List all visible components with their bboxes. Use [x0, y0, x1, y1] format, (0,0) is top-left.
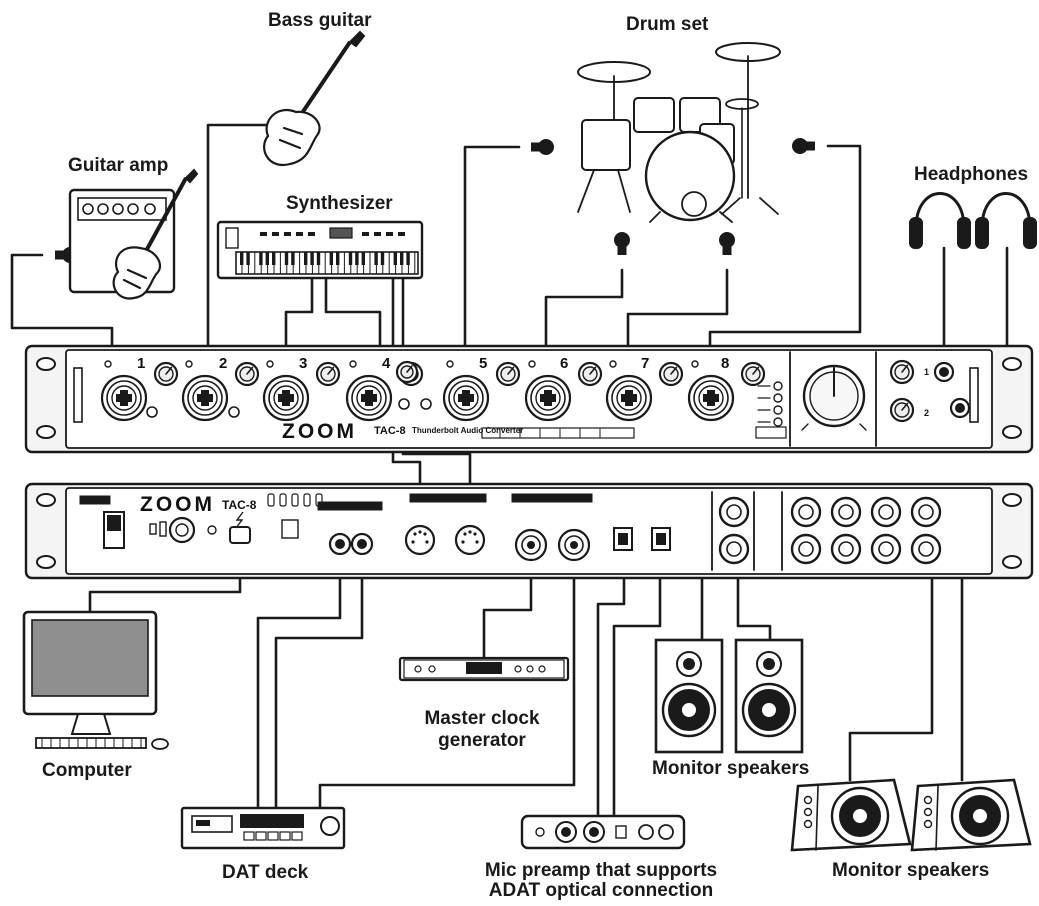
monitor-speaker-bottom-left — [790, 778, 912, 852]
label-dat-deck: DAT deck — [222, 862, 309, 883]
rear-brand-logo: ZOOM — [140, 493, 215, 516]
monitor-speaker-top-left — [654, 638, 724, 754]
channel-number-7: 7 — [641, 355, 650, 372]
label-bass-guitar: Bass guitar — [268, 10, 372, 31]
synthesizer — [216, 220, 424, 280]
channel-number-2: 2 — [219, 355, 228, 372]
label-synthesizer: Synthesizer — [286, 193, 393, 214]
electric-guitar — [112, 168, 199, 300]
channel-number-1: 1 — [137, 355, 146, 372]
bass-guitar — [263, 30, 366, 167]
mic-preamp — [520, 814, 686, 850]
label-computer: Computer — [42, 760, 132, 781]
cable-main-out-right — [736, 546, 772, 642]
headphones-2 — [975, 192, 1037, 249]
phones-number-2: 2 — [924, 408, 930, 418]
master-clock-generator — [398, 656, 570, 682]
drum-mic-low-left — [614, 232, 630, 255]
front-tagline: Thunderbolt Audio Converter — [412, 426, 524, 435]
label-mic-preamp-line2: ADAT optical connection — [488, 880, 714, 901]
cable-synth-to-ch3 — [284, 276, 314, 364]
cable-drum-mic-to-ch7 — [626, 268, 729, 364]
label-monitor-speakers-bottom: Monitor speakers — [832, 860, 990, 881]
rear-panel — [24, 482, 1034, 580]
cable-drum-mic-to-ch5 — [463, 145, 521, 364]
monitor-speaker-top-right — [734, 638, 804, 754]
channel-number-8: 8 — [721, 355, 730, 372]
channel-number-4: 4 — [382, 355, 391, 372]
label-master-clock-line1: Master clock — [424, 708, 540, 729]
cable-drum-mic-to-ch8 — [708, 144, 862, 364]
label-guitar-amp: Guitar amp — [68, 155, 169, 176]
cable-adat-in — [612, 556, 662, 818]
monitor-speaker-bottom-right — [910, 778, 1032, 852]
drum-mic-right — [792, 138, 815, 154]
front-brand-logo: ZOOM — [282, 420, 357, 443]
drum-mic-low-right — [719, 232, 735, 255]
cable-adat-out — [596, 556, 626, 818]
cable-dat-spdif-2 — [274, 558, 364, 810]
headphones-1 — [909, 192, 971, 249]
phones-number-1: 1 — [924, 367, 930, 377]
cable-line-out-to-speaker-right — [848, 546, 934, 782]
channel-number-5: 5 — [479, 355, 488, 372]
cable-drum-mic-to-ch6 — [544, 268, 624, 364]
cable-clock-out — [482, 566, 533, 660]
cable-dat-spdif-1 — [256, 558, 342, 810]
front-model-name: TAC-8 — [374, 425, 406, 437]
label-mic-preamp-line1: Mic preamp that supports — [484, 860, 718, 881]
rear-model-name: TAC-8 — [222, 498, 257, 512]
label-drum-set: Drum set — [626, 14, 709, 35]
cable-clock-in — [318, 566, 576, 810]
drum-mic-left — [531, 139, 554, 155]
front-panel — [24, 344, 1034, 454]
label-monitor-speakers-top: Monitor speakers — [652, 758, 810, 779]
label-headphones: Headphones — [914, 164, 1029, 185]
cable-synth-to-ch4 — [324, 276, 382, 364]
label-master-clock-line2: generator — [438, 730, 526, 751]
channel-number-3: 3 — [299, 355, 308, 372]
cable-bass-to-ch2 — [206, 123, 270, 364]
drum-set — [577, 42, 781, 223]
dat-deck — [180, 806, 346, 850]
cable-guitar-to-ch1 — [10, 253, 114, 364]
computer — [22, 610, 169, 750]
channel-number-6: 6 — [560, 355, 569, 372]
